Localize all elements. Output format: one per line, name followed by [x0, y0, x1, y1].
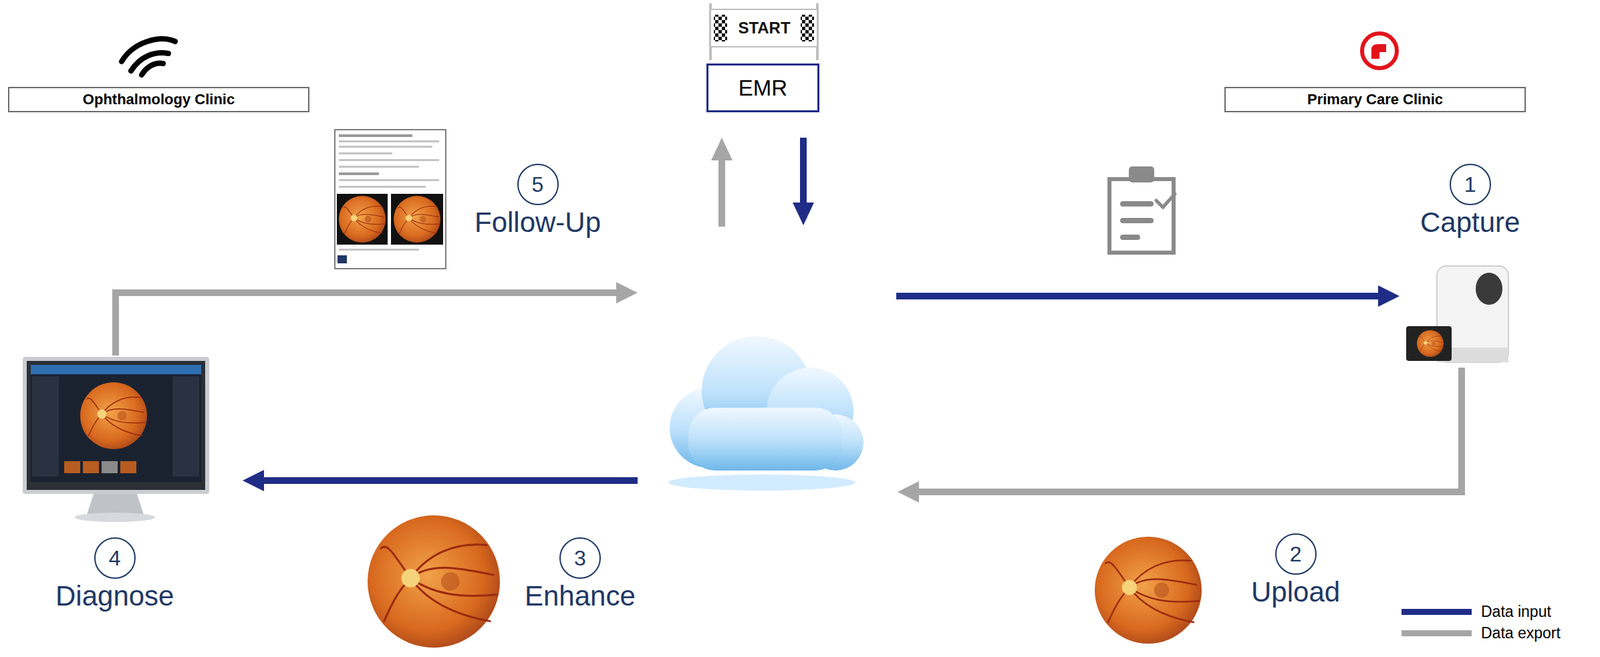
callout-number: 2	[1289, 542, 1302, 567]
clinic-box: Ophthalmology Clinic	[8, 86, 310, 113]
step-node: 5Follow-Up	[474, 163, 601, 239]
step-caption: Upload	[1251, 576, 1341, 609]
callout-circle: 3	[559, 537, 601, 579]
node-label: Ophthalmology Clinic	[82, 90, 235, 109]
node-label: EMR	[738, 75, 788, 101]
callout-number: 5	[531, 172, 545, 198]
cloud	[668, 336, 864, 491]
start-banner-label: START	[729, 13, 799, 43]
callout-circle: 5	[517, 163, 559, 206]
step-caption: Enhance	[524, 580, 636, 613]
clipboard-icon	[1109, 167, 1175, 253]
callout-circle: 2	[1275, 533, 1317, 575]
callout-number: 4	[108, 546, 121, 571]
callout-number: 3	[574, 546, 587, 571]
eye-icon	[121, 38, 176, 75]
node-label: START	[737, 18, 790, 38]
monitor	[22, 356, 210, 522]
callout-circle: 4	[94, 537, 136, 579]
data-input-arrow	[242, 137, 1400, 492]
step-node: 1Capture	[1420, 163, 1520, 239]
step-caption: Capture	[1420, 206, 1520, 239]
node-label: Primary Care Clinic	[1307, 90, 1443, 109]
fundus-camera	[1406, 265, 1509, 363]
clinic-icon	[1362, 33, 1397, 69]
legend-label: Data export	[1481, 624, 1561, 643]
fundus-image	[367, 515, 500, 648]
legend-entry: Data input	[1401, 602, 1552, 621]
callout-number: 1	[1464, 172, 1477, 198]
step-caption: Follow-Up	[474, 206, 601, 239]
legend-swatch	[1401, 630, 1472, 637]
legend-swatch	[1401, 608, 1472, 615]
step-node: 4Diagnose	[55, 537, 174, 613]
legend-label: Data input	[1481, 602, 1552, 621]
data-export-arrow	[115, 137, 1462, 503]
step-caption: Diagnose	[55, 580, 174, 613]
callout-circle: 1	[1449, 163, 1492, 206]
fundus-image	[1094, 536, 1202, 644]
start-banner	[710, 3, 818, 61]
step-node: 2Upload	[1251, 533, 1341, 609]
clinic-box: Primary Care Clinic	[1224, 86, 1526, 113]
step-node: 3Enhance	[524, 537, 636, 613]
emr-box: EMR	[706, 63, 820, 113]
report-thumbnail	[334, 129, 446, 269]
legend-entry: Data export	[1401, 624, 1561, 643]
